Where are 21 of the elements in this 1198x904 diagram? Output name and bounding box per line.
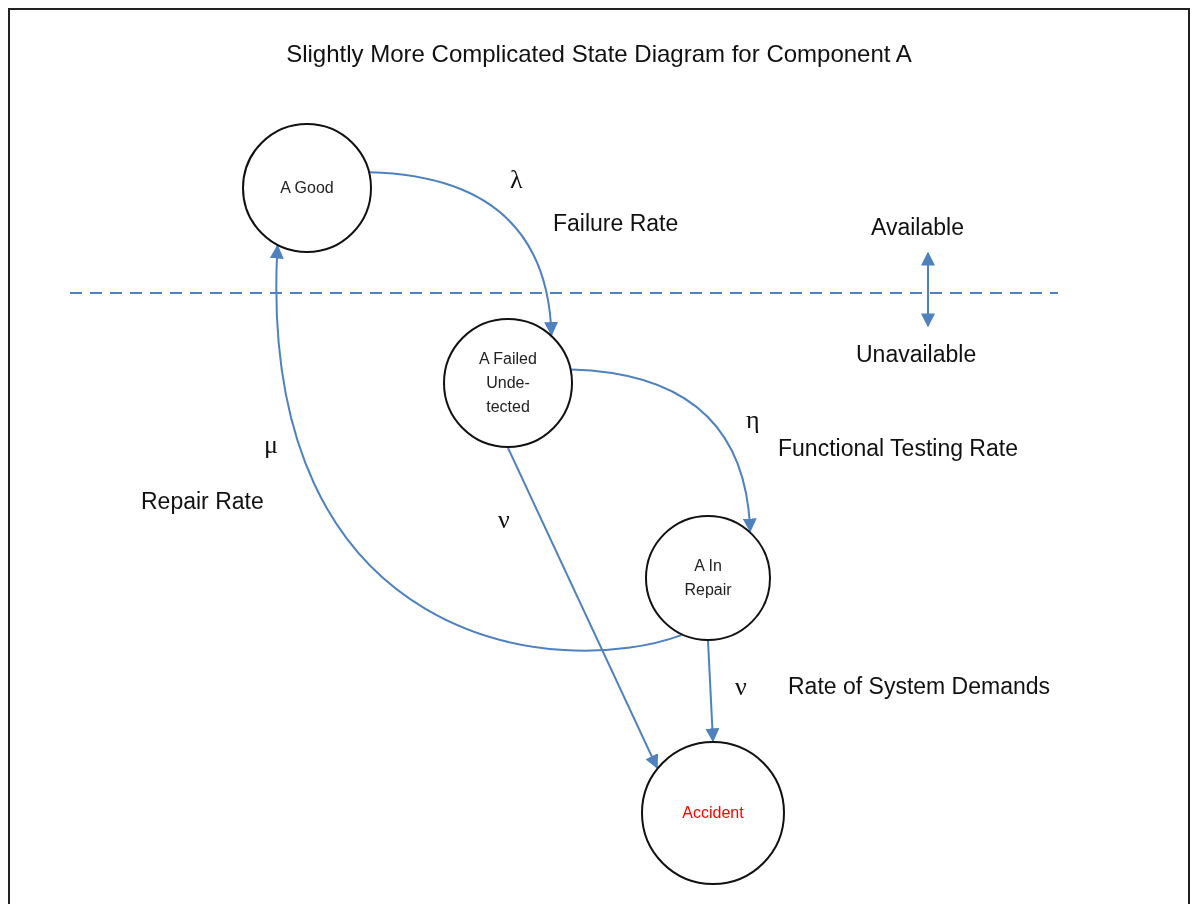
rate-symbol: λ xyxy=(510,165,523,195)
diagram-title: Slightly More Complicated State Diagram for Component A xyxy=(285,40,913,68)
arrow xyxy=(507,447,659,769)
rate-label: Functional Testing Rate xyxy=(778,435,1018,462)
arrow xyxy=(369,171,558,337)
state-label: A In Repair xyxy=(683,556,733,600)
rate-symbol: ν xyxy=(498,505,510,535)
rate-label: Rate of System Demands xyxy=(788,673,1051,700)
state-label: A Failed Unde- tected xyxy=(478,349,538,417)
arrow xyxy=(270,244,683,652)
state-label: A Good xyxy=(279,178,335,198)
rate-symbol: η xyxy=(746,405,760,435)
rate-symbol: μ xyxy=(264,430,278,460)
arrow xyxy=(570,368,757,533)
rate-label: Unavailable xyxy=(856,341,977,368)
rate-label: Available xyxy=(871,214,964,241)
arrow xyxy=(705,640,720,743)
rate-label: Failure Rate xyxy=(553,210,679,237)
state-label: Accident xyxy=(681,803,745,823)
rate-label: Repair Rate xyxy=(141,488,264,515)
rate-symbol: ν xyxy=(735,672,747,702)
